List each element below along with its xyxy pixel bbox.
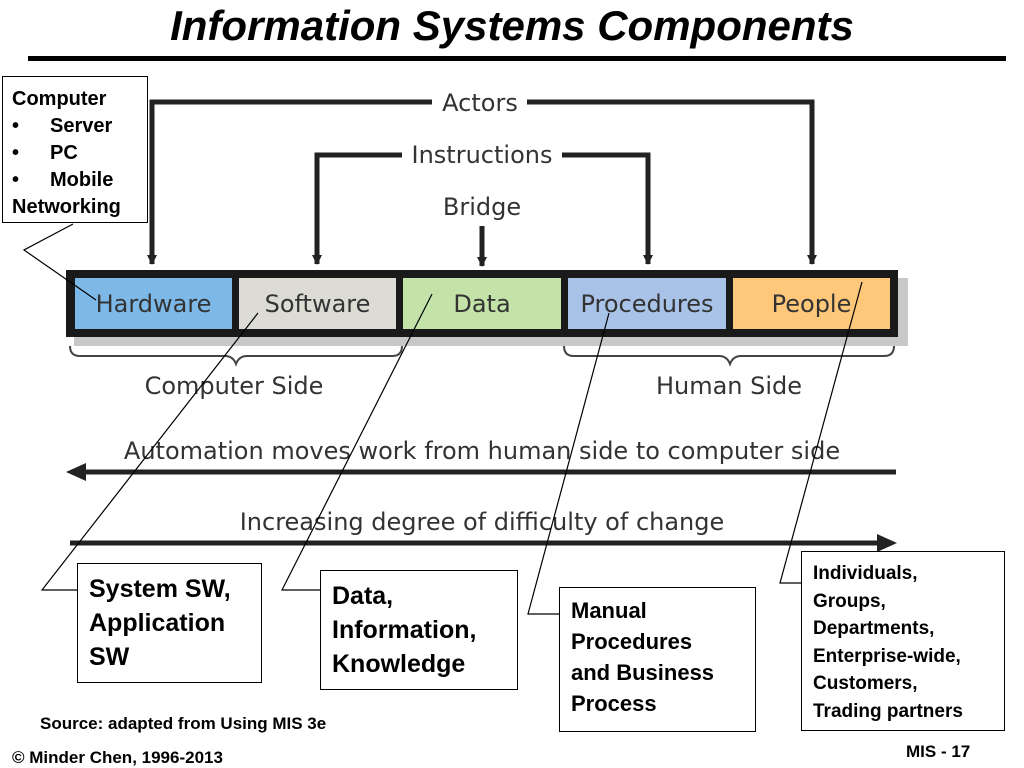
hardware-note-item: •PC	[12, 140, 147, 167]
difficulty-arrowhead	[877, 534, 897, 552]
automation-arrowhead	[66, 463, 86, 481]
procedures-note: Manual Procedures and Business Process	[559, 587, 756, 732]
human-side-label: Human Side	[656, 372, 802, 400]
bullet: •	[12, 115, 20, 137]
data-cell	[403, 278, 561, 329]
note-line: Application	[89, 609, 226, 637]
note-line: Individuals,	[813, 563, 918, 584]
title-underline	[28, 56, 1006, 61]
hardware-callout-line	[22, 223, 97, 301]
procedures-callout-line	[527, 312, 610, 615]
computer-side-label: Computer Side	[145, 372, 324, 400]
data-callout-line	[281, 293, 433, 591]
source-note: Source: adapted from Using MIS 3e	[40, 714, 327, 733]
note-line: Procedures	[571, 629, 693, 654]
note-line: Information,	[332, 616, 477, 644]
actors-label: Actors	[442, 89, 518, 117]
human-side-brace	[563, 345, 895, 367]
procedures-label: Procedures	[580, 290, 713, 318]
bullet: •	[12, 169, 20, 191]
hardware-note-item: •Server	[12, 113, 147, 140]
note-line: Knowledge	[332, 650, 466, 678]
note-line: SW	[89, 643, 130, 671]
data-label: Data	[453, 290, 510, 318]
note-line: Data,	[332, 582, 394, 610]
hardware-label: Hardware	[96, 290, 212, 318]
people-note: Individuals, Groups, Departments, Enterp…	[801, 551, 1005, 731]
bullet: •	[12, 142, 20, 164]
instructions-label: Instructions	[412, 141, 553, 169]
people-cell	[733, 278, 890, 329]
people-label: People	[772, 290, 852, 318]
bridge-label: Bridge	[443, 193, 521, 221]
component-cells: Hardware Software Data Procedures People	[75, 278, 890, 329]
page-number: MIS - 17	[906, 742, 971, 761]
note-line: and Business	[571, 660, 715, 685]
note-line: Trading partners	[813, 700, 963, 722]
note-line: Enterprise-wide,	[813, 645, 961, 667]
software-note: System SW, Application SW	[77, 563, 262, 683]
people-callout-line	[779, 281, 863, 584]
computer-side-brace	[69, 345, 403, 367]
note-line: Process	[571, 691, 657, 716]
data-note: Data, Information, Knowledge	[320, 570, 518, 690]
note-line: System SW,	[89, 575, 231, 603]
instructions-connector	[314, 152, 651, 262]
note-line: Departments,	[813, 618, 935, 639]
software-callout-line	[40, 312, 259, 591]
note-line: Customers,	[813, 673, 918, 694]
difficulty-label: Increasing degree of difficulty of chang…	[240, 508, 725, 536]
note-line: Manual	[571, 598, 647, 623]
hardware-note-heading: Computer	[12, 88, 107, 110]
hardware-note-footer: Networking	[12, 196, 121, 218]
actors-connector	[149, 99, 815, 262]
page-title: Information Systems Components	[170, 2, 854, 49]
hardware-cell	[75, 278, 232, 329]
automation-label: Automation moves work from human side to…	[124, 437, 840, 465]
note-line: Groups,	[813, 590, 886, 612]
procedures-cell	[568, 278, 726, 329]
software-label: Software	[265, 290, 371, 318]
software-cell	[239, 278, 396, 329]
copyright: © Minder Chen, 1996-2013	[12, 748, 223, 767]
hardware-note: Computer •Server •PC •Mobile Networking	[2, 76, 148, 223]
hardware-note-item: •Mobile	[12, 167, 147, 194]
